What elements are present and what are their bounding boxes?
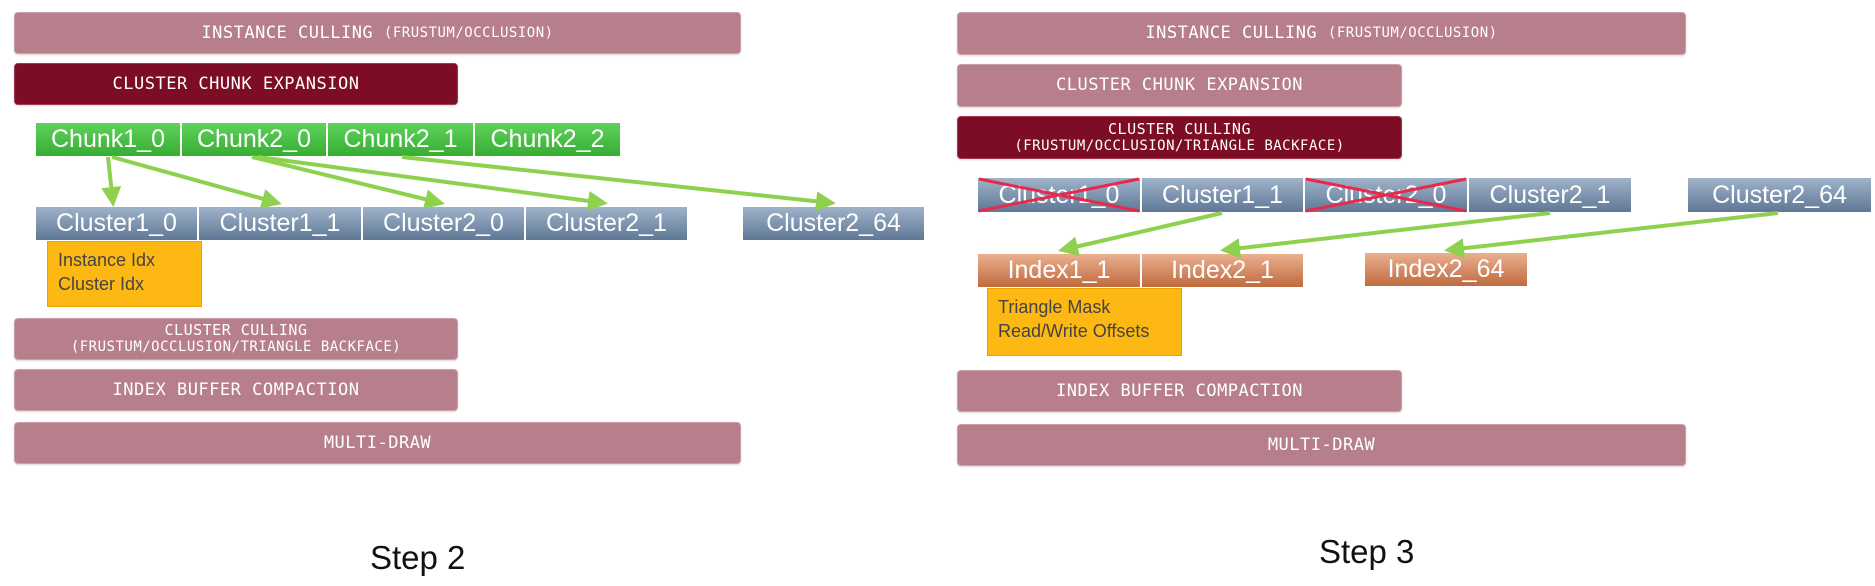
- right-index-1-1-label: Index1_1: [1007, 256, 1111, 284]
- left-cluster-2-64: Cluster2_64: [742, 206, 925, 241]
- left-instance-culling-label: INSTANCE CULLING: [201, 22, 374, 43]
- left-chunk-2-0-label: Chunk2_0: [197, 125, 311, 153]
- left-cluster-note: Instance Idx Cluster Idx: [47, 241, 202, 307]
- left-cluster-2-1-label: Cluster2_1: [546, 209, 667, 237]
- left-index-compaction-label: INDEX BUFFER COMPACTION: [112, 379, 360, 400]
- right-index-1-1: Index1_1: [977, 253, 1141, 288]
- step-2-label: Step 2: [370, 539, 466, 576]
- right-cluster-2-1: Cluster2_1: [1468, 177, 1632, 213]
- right-instance-culling-sub: (FRUSTUM/OCCLUSION): [1327, 25, 1498, 41]
- right-index-note: Triangle Mask Read/Write Offsets: [987, 288, 1182, 356]
- arrow-chunk1-0-to-cluster1-1: [111, 155, 282, 209]
- left-chunk-1-0: Chunk1_0: [35, 122, 181, 157]
- culled-cross-cluster2-0: [1305, 177, 1467, 213]
- arrow-chunk2-0-to-cluster2-0: [251, 155, 445, 209]
- arrow-chunk1-0-to-cluster1-0: [101, 156, 122, 207]
- left-cluster-1-1: Cluster1_1: [198, 206, 362, 241]
- right-note-line-1: Triangle Mask: [998, 297, 1111, 317]
- right-cluster-culling-label: CLUSTER CULLING: [1108, 119, 1251, 138]
- right-chunk-expansion-label: CLUSTER CHUNK EXPANSION: [1056, 75, 1303, 95]
- left-chunk-expansion-stage: CLUSTER CHUNK EXPANSION: [14, 63, 458, 105]
- arrow-cluster1-1-to-index1-1: [1058, 211, 1223, 257]
- left-chunk-2-2: Chunk2_2: [474, 122, 621, 157]
- left-chunk-1-0-label: Chunk1_0: [51, 125, 165, 153]
- right-cluster-culling-stage: CLUSTER CULLING (FRUSTUM/OCCLUSION/TRIAN…: [957, 116, 1402, 159]
- left-index-compaction-stage: INDEX BUFFER COMPACTION: [14, 369, 458, 411]
- arrow-cluster2-64-to-index2-64: [1444, 211, 1779, 259]
- right-index-2-1-label: Index2_1: [1171, 256, 1274, 284]
- left-cluster-2-64-label: Cluster2_64: [766, 209, 901, 237]
- culled-cross-cluster1-0: [978, 177, 1140, 213]
- right-cluster-2-64: Cluster2_64: [1687, 177, 1872, 213]
- right-multi-draw-stage: MULTI-DRAW: [957, 424, 1686, 466]
- left-cluster-2-0: Cluster2_0: [362, 206, 525, 241]
- left-instance-culling-stage: INSTANCE CULLING (FRUSTUM/OCCLUSION): [14, 12, 741, 54]
- left-chunk-2-2-label: Chunk2_2: [490, 125, 605, 153]
- arrow-cluster2-1-to-index2-1: [1220, 211, 1551, 259]
- left-multi-draw-stage: MULTI-DRAW: [14, 422, 741, 464]
- right-cluster-culling-sub: (FRUSTUM/OCCLUSION/TRIANGLE BACKFACE): [1014, 137, 1345, 154]
- left-chunk-2-0: Chunk2_0: [181, 122, 327, 157]
- right-note-line-2: Read/Write Offsets: [998, 321, 1150, 341]
- left-cluster-culling-sub: (FRUSTUM/OCCLUSION/TRIANGLE BACKFACE): [70, 339, 402, 355]
- arrow-chunk2-1-to-cluster2-64: [401, 155, 836, 212]
- right-cluster-2-1-label: Cluster2_1: [1489, 180, 1611, 209]
- step-3-label: Step 3: [1319, 533, 1415, 570]
- left-note-line-1: Instance Idx: [58, 250, 156, 270]
- left-cluster-1-1-label: Cluster1_1: [219, 209, 341, 237]
- right-cluster-2-64-label: Cluster2_64: [1712, 180, 1847, 209]
- right-chunk-expansion-stage: CLUSTER CHUNK EXPANSION: [957, 64, 1402, 107]
- right-index-2-64-label: Index2_64: [1387, 255, 1505, 283]
- right-instance-culling-stage: INSTANCE CULLING (FRUSTUM/OCCLUSION): [957, 12, 1686, 55]
- left-multi-draw-label: MULTI-DRAW: [323, 432, 432, 453]
- left-note-line-2: Cluster Idx: [58, 274, 145, 294]
- left-instance-culling-sub: (FRUSTUM/OCCLUSION): [383, 24, 554, 41]
- right-instance-culling-label: INSTANCE CULLING: [1145, 23, 1318, 43]
- right-index-2-1: Index2_1: [1141, 253, 1304, 288]
- left-chunk-2-1: Chunk2_1: [327, 122, 474, 157]
- left-cluster-2-0-label: Cluster2_0: [383, 209, 504, 237]
- right-index-compaction-label: INDEX BUFFER COMPACTION: [1056, 380, 1303, 401]
- left-chunk-2-1-label: Chunk2_1: [343, 125, 458, 153]
- left-cluster-culling-stage: CLUSTER CULLING (FRUSTUM/OCCLUSION/TRIAN…: [14, 318, 458, 360]
- left-chunk-expansion-label: CLUSTER CHUNK EXPANSION: [112, 73, 360, 94]
- arrow-group: [101, 155, 1779, 259]
- right-multi-draw-label: MULTI-DRAW: [1267, 434, 1376, 455]
- right-cluster-1-1-label: Cluster1_1: [1162, 180, 1283, 209]
- arrow-chunk2-0-to-cluster2-1: [257, 155, 608, 211]
- left-cluster-1-0-label: Cluster1_0: [56, 209, 177, 237]
- right-index-compaction-stage: INDEX BUFFER COMPACTION: [957, 370, 1402, 412]
- left-cluster-1-0: Cluster1_0: [35, 206, 198, 241]
- right-cluster-1-1: Cluster1_1: [1141, 177, 1304, 213]
- left-cluster-culling-label: CLUSTER CULLING: [164, 321, 308, 339]
